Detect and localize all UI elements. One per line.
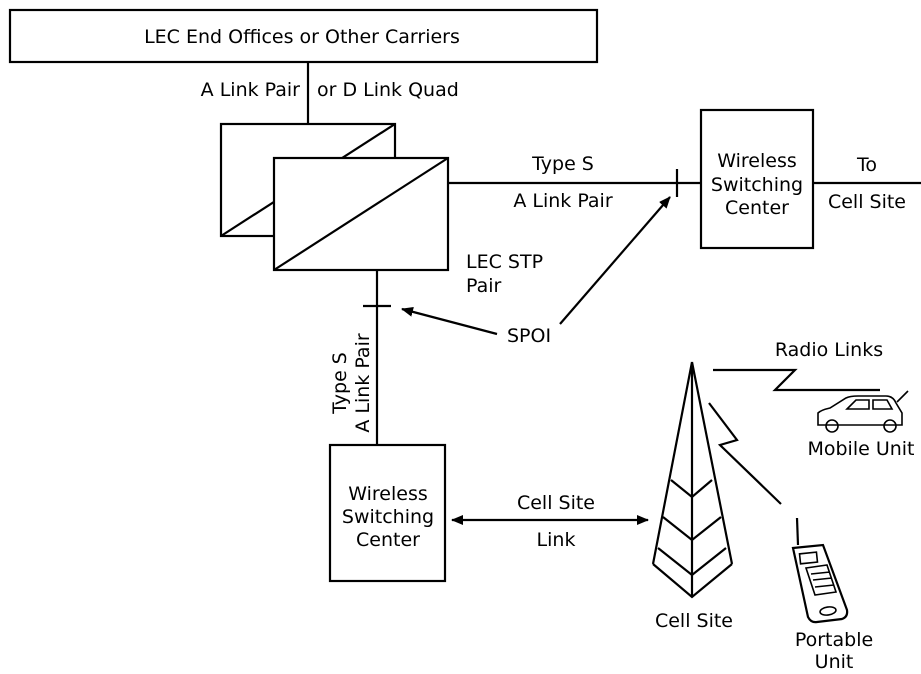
spoi-arrow-right (559, 196, 671, 325)
d-link-quad-label: or D Link Quad (317, 79, 459, 101)
wsc-right-line1: Wireless (717, 150, 797, 172)
radio-link-zigzag-icon (708, 368, 880, 505)
wsc-bottom-line1: Wireless (348, 483, 428, 505)
carrier-box-label: LEC End Offices or Other Carriers (144, 26, 460, 48)
radio-links-label: Radio Links (775, 339, 883, 361)
wsc-right: Wireless Switching Center (699, 108, 815, 250)
stp-label-line2: Pair (466, 275, 502, 297)
a-link-pair-label: A Link Pair (201, 79, 301, 101)
to-cell-site-label: Cell Site (828, 191, 906, 213)
top-link-a-link-pair: A Link Pair (513, 190, 613, 212)
wsc-bottom-line3: Center (356, 529, 420, 551)
vertical-link-type-s: Type S (329, 352, 351, 415)
wsc-bottom-line2: Switching (342, 506, 434, 528)
car-icon (817, 390, 909, 433)
spoi-arrow-left (401, 306, 498, 336)
wsc-bottom: Wireless Switching Center (328, 443, 447, 583)
to-cell-site-to: To (856, 154, 877, 176)
vertical-link-a-link-pair: A Link Pair (352, 333, 374, 433)
cell-tower-icon (651, 361, 734, 599)
portable-unit-line1: Portable (795, 629, 873, 651)
wsc-right-line3: Center (725, 197, 789, 219)
stp-label-line1: LEC STP (466, 251, 543, 273)
top-link-type-s: Type S (531, 153, 594, 175)
portable-unit-line2: Unit (815, 651, 854, 673)
cellphone-icon (791, 517, 849, 624)
cell-site-link-line2: Link (537, 529, 576, 551)
carrier-box: LEC End Offices or Other Carriers (8, 8, 599, 64)
cell-site-label: Cell Site (655, 610, 733, 632)
mobile-unit-label: Mobile Unit (807, 438, 914, 460)
cell-site-link-line1: Cell Site (517, 492, 595, 514)
spoi-label: SPOI (507, 325, 551, 347)
wsc-right-line2: Switching (711, 174, 803, 196)
stp-pair (219, 122, 450, 272)
